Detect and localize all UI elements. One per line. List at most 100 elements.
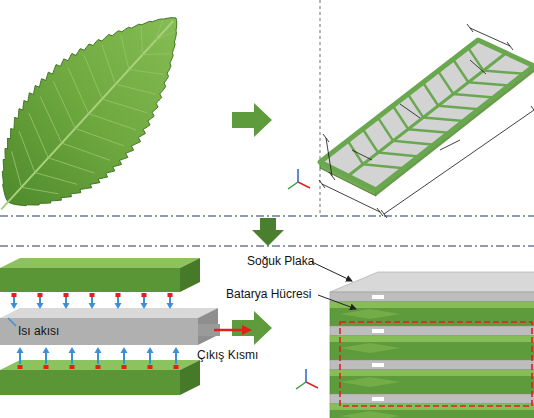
battery-cell-layer — [330, 336, 534, 360]
heat-flux-arrow — [13, 297, 15, 304]
heat-flux-arrow — [37, 303, 44, 309]
battery-cell-tab — [340, 377, 400, 387]
plate-main-channel — [348, 53, 506, 176]
heat-flux-arrow — [117, 297, 119, 304]
heat-source-mark — [116, 293, 121, 297]
heat-flux-stack — [0, 258, 252, 395]
plate-rib — [468, 48, 483, 71]
dimension-line — [531, 106, 534, 114]
heat-flux-arrow — [147, 347, 154, 353]
dimension-line — [323, 134, 329, 142]
heat-flux-arrow — [149, 352, 151, 364]
cold-plate-layer — [330, 394, 534, 404]
plate-rib — [453, 59, 468, 82]
battery-cell — [0, 268, 180, 292]
battery-cell-layer — [330, 404, 534, 418]
axis-triad — [306, 382, 318, 388]
heat-flux-arrow — [69, 347, 76, 353]
leaf-vein — [68, 68, 89, 114]
axis-triad — [298, 182, 310, 188]
axis-triad — [305, 369, 307, 382]
plate-rib — [453, 94, 494, 97]
leaf-midrib — [1, 21, 173, 209]
dimension-line — [381, 210, 387, 218]
plate-rib — [408, 129, 449, 133]
flow-arrows — [232, 103, 284, 345]
axis-triad — [288, 182, 298, 189]
leader-lines — [312, 262, 352, 281]
flow-arrows — [252, 218, 284, 246]
heat-flux-arrow — [19, 352, 21, 364]
plate-rib — [363, 129, 378, 153]
heat-source-mark — [122, 365, 127, 369]
heat-source-mark — [12, 293, 17, 297]
cold-plate-layer — [330, 326, 534, 336]
axis-triad — [288, 169, 310, 189]
plate-rib — [378, 153, 419, 157]
heat-flux-arrow — [45, 352, 47, 364]
plate-rib — [408, 94, 423, 117]
leader-lines — [312, 262, 356, 309]
leaf-vein — [75, 128, 124, 145]
plate-rib — [423, 117, 464, 121]
heat-flux-arrow — [91, 297, 93, 304]
battery-cell-layer — [330, 370, 534, 394]
dimension-line — [381, 106, 534, 218]
battery-cell-face — [330, 404, 534, 410]
heat-source-mark — [44, 365, 49, 369]
leaf-vein — [35, 173, 78, 185]
plate-rib — [393, 141, 434, 145]
dimension-line — [467, 24, 513, 50]
dimension-line — [319, 180, 383, 216]
plate-port — [372, 397, 384, 401]
dimension-pointer — [352, 150, 372, 160]
leaf-vein — [116, 84, 156, 94]
heat-source-mark — [18, 365, 23, 369]
leaf-vein — [40, 97, 61, 144]
battery-cell — [0, 360, 200, 395]
plate-port — [372, 295, 384, 299]
heat-source-mark — [90, 293, 95, 297]
battery-cell-face — [330, 302, 534, 308]
heat-source-mark — [70, 365, 75, 369]
battery-cell — [0, 258, 200, 268]
flow-arrows — [232, 311, 272, 345]
leaf-image — [1, 18, 176, 210]
battery-module — [330, 272, 534, 418]
heat-flux-arrow — [95, 347, 102, 353]
leaf-vein — [62, 143, 110, 160]
dimension-line — [384, 110, 534, 214]
heat-flux-arrow — [169, 297, 171, 304]
leaf-vein — [48, 158, 94, 173]
divider-lines — [0, 0, 534, 246]
plate-rib — [393, 106, 408, 129]
heat-source-mark — [148, 365, 153, 369]
dimension-pointer — [470, 60, 486, 74]
leaf-vein — [12, 151, 22, 187]
leaf-vein — [53, 81, 75, 128]
dimension-pointer — [440, 140, 460, 150]
heat-flux-arrow — [175, 352, 177, 364]
plate-rib — [423, 83, 438, 106]
battery-cell — [0, 360, 200, 370]
heat-source-mark — [174, 365, 179, 369]
battery-cell-tab — [340, 411, 400, 418]
dimension-line — [329, 172, 335, 180]
dimension-line — [326, 138, 332, 176]
leaf-vein — [102, 45, 116, 84]
heat-flux-arrow — [121, 347, 128, 353]
leaf-vein — [129, 70, 164, 75]
leaf-vein — [19, 131, 35, 172]
plate-rib — [363, 164, 404, 168]
outlet-arrow — [214, 329, 244, 332]
dimension-pointer — [400, 104, 420, 118]
dimension-line — [507, 42, 513, 50]
leaf-vein — [142, 53, 170, 54]
battery-cell — [0, 370, 180, 395]
heat-flux-arrow — [43, 347, 50, 353]
heat-flux-arrow — [39, 297, 41, 304]
battery-cell-face — [330, 336, 534, 342]
heat-flux-arrow — [143, 297, 145, 304]
heat-flux-arrow — [65, 297, 67, 304]
cold-plate — [0, 308, 218, 318]
